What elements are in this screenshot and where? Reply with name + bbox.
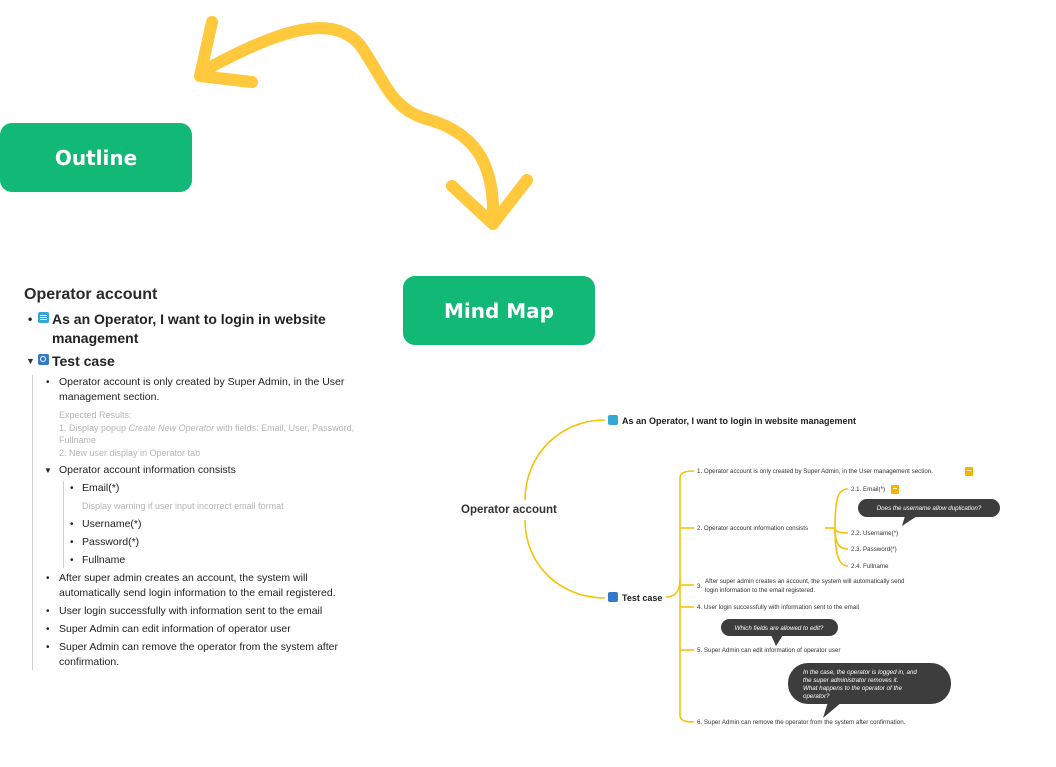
mindmap-n3-num: 3. [697, 583, 702, 590]
collapse-triangle-icon[interactable]: ▼ [44, 466, 52, 475]
bullet-dot: • [46, 605, 50, 617]
expected-2: 2. New user display in Operator tab [59, 447, 201, 458]
info-children: • Email(*) Display warning if user input… [63, 481, 364, 568]
branch-story [524, 419, 606, 501]
list-item[interactable]: • Fullname [64, 553, 364, 568]
list-item[interactable]: • User login successfully with informati… [33, 604, 364, 619]
list-item[interactable]: • Email(*) [64, 481, 364, 496]
bubble-3-line-1: In the case, the operator is logged in, … [803, 669, 917, 676]
bubble-3-line-3: What happens to the operator of the [803, 685, 903, 692]
expected-results-note: Expected Results: 1. Display popup Creat… [33, 409, 364, 459]
mindmap-n4[interactable]: 4. User login successfully with informat… [697, 604, 859, 611]
list-item-text: Super Admin can remove the operator from… [59, 640, 338, 668]
note-badge-icon [965, 467, 973, 476]
branch-tc-left [665, 579, 681, 598]
expected-1-em: Create New Operator [128, 422, 215, 433]
branch-n24 [834, 527, 849, 567]
comment-bubble-2[interactable]: Which fields are allowed to edit? [721, 619, 838, 646]
bullet-dot: • [70, 518, 74, 530]
arrow-head-left [194, 16, 258, 88]
outline-story-row[interactable]: • As an Operator, I want to login in web… [24, 310, 364, 348]
note-badge-icon [891, 485, 899, 494]
bubble-3-line-4: operator? [803, 693, 830, 700]
mindmap-n24[interactable]: 2.4. Fullname [851, 563, 889, 570]
mindmap-n2[interactable]: 2. Operator account information consists [697, 525, 808, 532]
bullet-dot: • [28, 312, 33, 326]
mindmap-n1[interactable]: 1. Operator account is only created by S… [697, 468, 933, 475]
expected-1-pre: 1. Display popup [59, 422, 129, 433]
outline-test-case-row[interactable]: ▼ Test case [24, 352, 364, 371]
branch-test-case [524, 519, 606, 599]
note-icon [608, 415, 618, 425]
branch-n21 [834, 488, 849, 529]
list-item-text: Username(*) [82, 517, 142, 530]
list-item[interactable]: ▼ Operator account information consists [33, 463, 364, 478]
email-note: Display warning if user input incorrect … [82, 501, 284, 511]
list-item[interactable]: • Username(*) [64, 517, 364, 532]
list-item-text: Super Admin can edit information of oper… [59, 622, 291, 635]
mindmap-n6[interactable]: 6. Super Admin can remove the operator f… [697, 719, 906, 726]
search-icon [608, 592, 618, 602]
outline-title: Operator account [24, 286, 158, 303]
story-text: As an Operator, I want to login in websi… [52, 311, 326, 346]
mindmap-test-case[interactable]: Test case [622, 593, 662, 603]
branch-n22 [834, 527, 849, 534]
mindmap-n3-line1[interactable]: After super admin creates an account, th… [705, 578, 905, 585]
list-item-text: User login successfully with information… [59, 604, 323, 617]
test-case-children: • Operator account is only created by Su… [32, 375, 364, 670]
expected-label: Expected Results: [59, 410, 132, 420]
branch-n6 [679, 714, 695, 723]
comment-bubble-1[interactable]: Does the username allow duplication? [858, 499, 1000, 526]
mindmap-n3-line2[interactable]: login information to the email registere… [705, 587, 815, 594]
bullet-dot: • [46, 377, 50, 388]
list-item-text: After super admin creates an account, th… [59, 571, 336, 599]
arrow-curve [199, 22, 500, 228]
mindmap-n23[interactable]: 2.3. Password(*) [851, 546, 897, 553]
expected-1: 1. Display popup Create New Operator wit… [59, 422, 364, 447]
mindmap-root[interactable]: Operator account [461, 504, 557, 516]
list-item[interactable]: • Super Admin can edit information of op… [33, 622, 364, 637]
comment-bubble-3[interactable]: In the case, the operator is logged in, … [788, 663, 951, 718]
bubble-1-text: Does the username allow duplication? [877, 505, 982, 512]
mind-map-label: Mind Map [403, 276, 595, 345]
list-item-text: Operator account is only created by Supe… [59, 376, 345, 403]
bullet-dot: • [46, 572, 50, 584]
bubble-3-line-2: the super administrator removes it. [803, 677, 898, 684]
mindmap-story[interactable]: As an Operator, I want to login in websi… [622, 416, 856, 426]
bullet-dot: • [46, 623, 50, 635]
test-case-text: Test case [52, 353, 115, 369]
list-item-text: Operator account information consists [59, 464, 236, 476]
list-item[interactable]: • Password(*) [64, 535, 364, 550]
list-item-text: Password(*) [82, 535, 140, 548]
bullet-dot: • [46, 641, 50, 653]
list-item-text: Email(*) [82, 482, 120, 494]
list-item[interactable]: • Super Admin can remove the operator fr… [33, 640, 364, 670]
expected-1-post: with fields: Email, User, Password, Full… [59, 422, 355, 446]
list-item[interactable]: • After super admin creates an account, … [33, 571, 364, 601]
note-icon [38, 312, 49, 323]
bullet-dot: • [70, 554, 74, 566]
bubble-2-text: Which fields are allowed to edit? [735, 625, 824, 632]
mindmap-n5[interactable]: 5. Super Admin can edit information of o… [697, 647, 840, 654]
collapse-triangle-icon[interactable]: ▼ [26, 356, 35, 366]
list-item[interactable]: • Operator account is only created by Su… [33, 375, 364, 405]
arrow-head-right [446, 174, 533, 230]
branch-n1 [679, 470, 695, 479]
mindmap-n21[interactable]: 2.1. Email(*) [851, 486, 885, 493]
search-icon [38, 354, 49, 365]
outline-panel: Operator account • As an Operator, I wan… [24, 286, 364, 673]
outline-label: Outline [0, 123, 192, 192]
list-item-text: Fullname [82, 553, 126, 566]
mindmap-n22[interactable]: 2.2. Username(*) [851, 530, 898, 537]
bullet-dot: • [70, 483, 74, 494]
bullet-dot: • [70, 536, 74, 548]
